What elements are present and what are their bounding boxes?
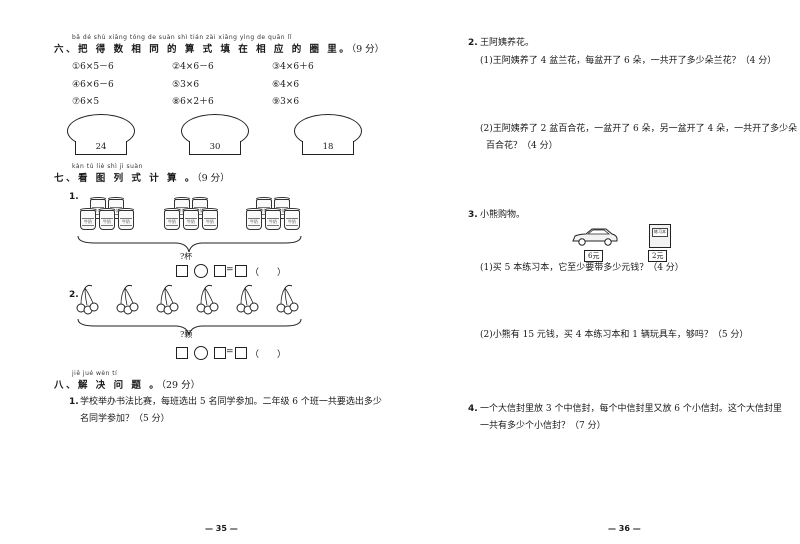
sec6-pinyin: bǎ dé shù xiāng tóng de suàn shì tián zà… xyxy=(72,34,292,41)
milk-cup-group-1: 牛奶 牛奶 牛奶 牛奶 牛奶 xyxy=(78,196,138,236)
answer-box-1[interactable] xyxy=(176,265,188,277)
expr-4: ④6×6－6 xyxy=(72,80,114,90)
q3-part1: (1)买 5 本练习本，它至少要带多少元钱？（4 分） xyxy=(480,263,684,273)
ellipse-label-30: 30 xyxy=(189,141,241,155)
q2-title: 王阿姨养花。 xyxy=(480,38,535,48)
sec8-q1-line1: 学校举办书法比赛，每班选出 5 名同学参加。二年级 6 个班一共要选出多少 xyxy=(80,397,382,407)
answer-box-3[interactable] xyxy=(235,265,247,277)
q4-line2: 一共有多少个小信封？（7 分） xyxy=(480,421,606,431)
milk-cup: 牛奶 xyxy=(118,208,134,230)
left-page: bǎ dé shù xiāng tóng de suàn shì tián zà… xyxy=(54,34,384,533)
toy-car-icon xyxy=(572,228,618,246)
milk-cup: 牛奶 xyxy=(202,208,218,230)
milk-cup-group-3: 牛奶 牛奶 牛奶 牛奶 牛奶 xyxy=(244,196,304,236)
cherries-total-label: ?颗 xyxy=(180,330,193,339)
answer-box-5[interactable] xyxy=(214,347,226,359)
sec8-q1-number: 1. xyxy=(69,397,79,407)
sec8-pinyin: jiě jué wèn tí xyxy=(72,370,118,377)
equals-sign-2: = xyxy=(226,347,234,357)
sec8-title-text: 八、解 决 问 题 。 xyxy=(54,380,162,391)
cherry-groups xyxy=(76,284,299,315)
sec7-q1-number: 1. xyxy=(69,192,79,202)
sec6-title-text: 六、把 得 数 相 同 的 算 式 填 在 相 应 的 圈 里。 xyxy=(54,44,352,55)
milk-cup: 牛奶 xyxy=(246,208,262,230)
cups-total-brace xyxy=(77,235,302,253)
page-number-left: — 35 — xyxy=(205,524,238,533)
milk-cup: 牛奶 xyxy=(265,208,281,230)
expr-9: ⑨3×6 xyxy=(272,97,300,107)
page-number-right: — 36 — xyxy=(608,524,641,533)
answer-box-2[interactable] xyxy=(214,265,226,277)
q2-number: 2. xyxy=(468,38,478,48)
notebook-label: 练习本 xyxy=(652,228,668,237)
sec8-q1-line2: 名同学参加？（5 分） xyxy=(80,414,170,424)
expr-5: ⑤3×6 xyxy=(172,80,200,90)
unit-paren-1[interactable]: （ ） xyxy=(250,268,287,278)
notebook-icon: 练习本 xyxy=(649,224,671,248)
milk-cup: 牛奶 xyxy=(80,208,96,230)
answer-box-6[interactable] xyxy=(235,347,247,359)
expr-7: ⑦6×5 xyxy=(72,97,100,107)
car-price-tag: 6元 xyxy=(584,250,604,262)
answer-box-4[interactable] xyxy=(176,347,188,359)
sec8-points: （29 分） xyxy=(161,380,201,391)
sec7-q2-number: 2. xyxy=(69,290,79,300)
cherries-total-brace xyxy=(77,318,302,336)
sec6-title: 六、把 得 数 相 同 的 算 式 填 在 相 应 的 圈 里。（9 分） xyxy=(54,44,384,55)
q2-part1: (1)王阿姨养了 4 盆兰花，每盆开了 6 朵，一共开了多少朵兰花？（4 分） xyxy=(480,56,777,66)
expr-1: ①6×5－6 xyxy=(72,62,114,72)
q2-part2-line2: 百合花？（4 分） xyxy=(486,141,558,151)
q4-number: 4. xyxy=(468,404,478,414)
milk-cup: 牛奶 xyxy=(164,208,180,230)
expr-6: ⑥4×6 xyxy=(272,80,300,90)
operator-circle-2[interactable] xyxy=(194,346,208,360)
ellipse-label-24: 24 xyxy=(75,141,127,155)
milk-cup: 牛奶 xyxy=(99,208,115,230)
equals-sign-1: = xyxy=(226,265,234,275)
expr-3: ③4×6＋6 xyxy=(272,62,314,72)
sec7-pinyin: kàn tú liè shì jì suàn xyxy=(72,163,143,170)
sec7-title: 七、看 图 列 式 计 算 。（9 分） xyxy=(54,173,230,184)
q4-line1: 一个大信封里放 3 个中信封，每个中信封里又放 6 个小信封。这个大信封里 xyxy=(480,404,782,414)
unit-paren-2[interactable]: （ ） xyxy=(250,350,287,360)
q3-part2: (2)小熊有 15 元钱，买 4 本练习本和 1 辆玩具车，够吗？（5 分） xyxy=(480,330,749,340)
right-page: 2. 王阿姨养花。 (1)王阿姨养了 4 盆兰花，每盆开了 6 朵，一共开了多少… xyxy=(400,0,800,544)
sec6-points: （9 分） xyxy=(351,44,385,55)
milk-cup: 牛奶 xyxy=(284,208,300,230)
milk-cup-group-2: 牛奶 牛奶 牛奶 牛奶 牛奶 xyxy=(162,196,222,236)
milk-cup: 牛奶 xyxy=(183,208,199,230)
expr-2: ②4×6－6 xyxy=(172,62,214,72)
sec7-points: （9 分） xyxy=(196,173,230,184)
cups-total-label: ?杯 xyxy=(180,252,193,261)
q3-number: 3. xyxy=(468,210,478,220)
sec8-title: 八、解 决 问 题 。（29 分） xyxy=(54,380,200,391)
ellipse-label-18: 18 xyxy=(302,141,354,155)
q2-part2-line1: (2)王阿姨养了 2 盆百合花，一盆开了 6 朵，另一盆开了 4 朵，一共开了多… xyxy=(480,124,798,134)
sec7-title-text: 七、看 图 列 式 计 算 。 xyxy=(54,173,197,184)
notebook-price-tag: 2元 xyxy=(648,250,668,262)
expr-8: ⑧6×2＋6 xyxy=(172,97,214,107)
operator-circle-1[interactable] xyxy=(194,264,208,278)
q3-title: 小熊购物。 xyxy=(480,210,526,220)
